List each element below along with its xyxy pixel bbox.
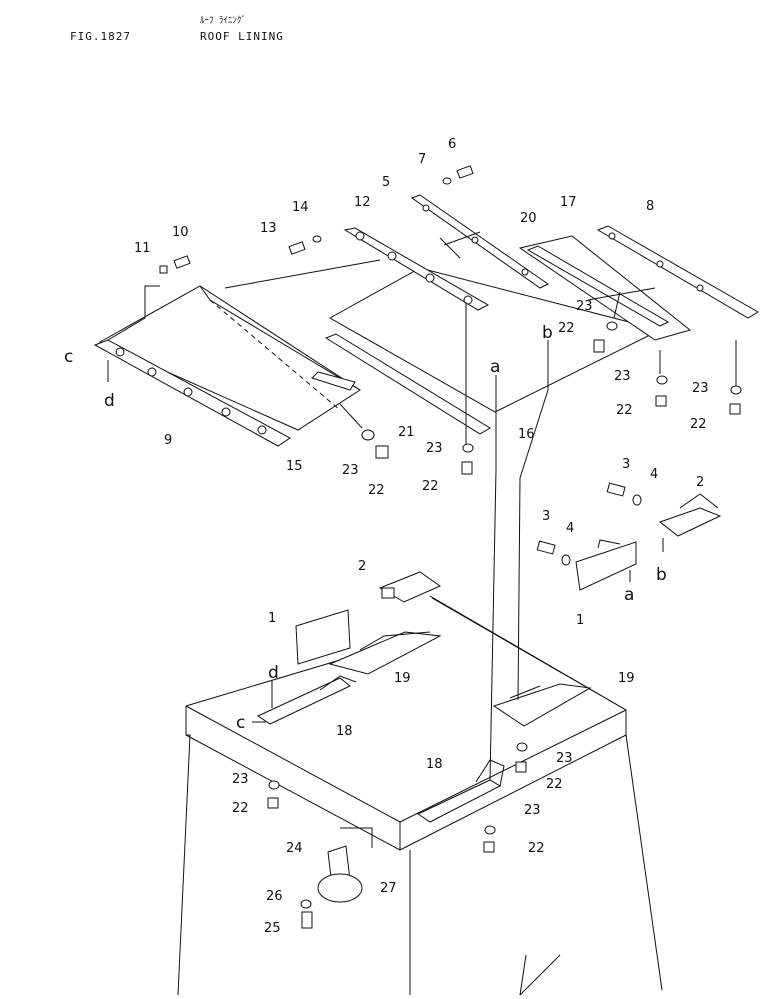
bracket-2-right: [658, 493, 722, 537]
callout-16: 16: [518, 427, 535, 442]
callout-8: 8: [646, 199, 654, 214]
callout-13: 13: [260, 221, 277, 236]
washer-bolt-set-1: [593, 321, 618, 353]
callout-22-e: 22: [422, 479, 439, 494]
figure-number: FIG.1827: [70, 30, 131, 43]
callout-20: 20: [520, 211, 537, 226]
bracket-1-right: [575, 539, 637, 591]
bolt-3-left: [536, 540, 556, 555]
ref-letter-b-bracket: b: [656, 565, 667, 585]
washer-bolt-set-8: [483, 825, 496, 853]
bracket-2-lower: [378, 571, 442, 603]
callout-19-a: 19: [394, 671, 411, 686]
callout-4-b: 4: [566, 521, 574, 536]
callout-22-b: 22: [616, 403, 633, 418]
callout-23-c: 23: [692, 381, 709, 396]
bolt-3-right: [606, 482, 626, 497]
callout-2-b: 2: [358, 559, 366, 574]
bolt-25: [301, 911, 313, 929]
callout-4-a: 4: [650, 467, 658, 482]
cover-27: [317, 873, 363, 903]
reference-letters: c d a b b a d c: [64, 323, 667, 733]
callout-14: 14: [292, 200, 309, 215]
callout-19-b: 19: [618, 671, 635, 686]
title-japanese: ﾙｰﾌ ﾗｲﾆﾝｸﾞ: [200, 16, 246, 26]
callout-22-a: 22: [558, 321, 575, 336]
callout-23-f: 23: [232, 772, 249, 787]
lining-rail-12: [343, 227, 490, 311]
callout-26: 26: [266, 889, 283, 904]
nut-11: [159, 265, 168, 274]
callout-1-b: 1: [268, 611, 276, 626]
lining-strip-20: [526, 245, 670, 327]
callout-23-b: 23: [614, 369, 631, 384]
washer-bolt-set-7: [267, 780, 280, 809]
bolt-6: [456, 165, 474, 179]
ref-letter-a-top: a: [490, 357, 500, 377]
washer-bolt-set-6: [515, 742, 528, 773]
callout-12: 12: [354, 195, 371, 210]
callout-3-a: 3: [622, 457, 630, 472]
lining-rail-8: [596, 225, 759, 319]
callout-24: 24: [286, 841, 303, 856]
callout-23-a: 23: [576, 299, 593, 314]
ref-letter-d-lower: d: [268, 663, 279, 683]
washer-7: [442, 177, 452, 185]
callout-11: 11: [134, 241, 151, 256]
callout-18-b: 18: [426, 757, 443, 772]
callout-22-f: 22: [232, 801, 249, 816]
bracket-1-lower: [295, 609, 351, 665]
callout-21: 21: [398, 425, 415, 440]
bolt-13: [288, 241, 306, 255]
callout-10: 10: [172, 225, 189, 240]
lining-18-left: [256, 675, 357, 725]
ref-letter-d-top: d: [104, 391, 115, 411]
washer-26: [300, 899, 312, 909]
washer-bolt-set-5: [461, 443, 474, 475]
callout-5: 5: [382, 175, 390, 190]
callout-2-a: 2: [696, 475, 704, 490]
lining-19-left: [328, 631, 442, 675]
bolt-10: [173, 255, 191, 269]
callout-3-b: 3: [542, 509, 550, 524]
callout-17: 17: [560, 195, 577, 210]
washer-4-right: [632, 494, 642, 506]
lining-18-bottom: [416, 759, 505, 823]
callout-23-d: 23: [342, 463, 359, 478]
callout-22-d: 22: [368, 483, 385, 498]
ref-letter-b-top: b: [542, 323, 553, 343]
cab-body: [177, 595, 663, 996]
lining-rail-9: [93, 339, 291, 447]
callout-6: 6: [448, 137, 456, 152]
washer-bolt-set-3: [729, 385, 742, 415]
callout-9: 9: [164, 433, 172, 448]
lining-rail-5: [410, 194, 549, 289]
callout-18-a: 18: [336, 724, 353, 739]
washer-4-left: [561, 554, 571, 566]
washer-bolt-set-4: [361, 429, 389, 459]
ref-letter-c-lower: c: [236, 713, 245, 733]
callout-27: 27: [380, 881, 397, 896]
callout-7: 7: [418, 152, 426, 167]
callout-22-g: 22: [546, 777, 563, 792]
diagram-title: ROOF LINING: [200, 30, 284, 43]
callout-15: 15: [286, 459, 303, 474]
callout-23-e: 23: [426, 441, 443, 456]
callout-25: 25: [264, 921, 281, 936]
callout-22-h: 22: [528, 841, 545, 856]
leader-lines: [107, 231, 737, 781]
washer-bolt-set-2: [655, 375, 668, 407]
roof-lining-panel-15: [98, 285, 361, 431]
callout-23-h: 23: [524, 803, 541, 818]
lining-rail-21: [324, 333, 491, 435]
lining-19-right: [492, 683, 592, 727]
callout-23-g: 23: [556, 751, 573, 766]
callout-1-a: 1: [576, 613, 584, 628]
ref-letter-a-bracket: a: [624, 585, 634, 605]
ref-letter-c-top: c: [64, 347, 73, 367]
washer-14: [312, 235, 322, 243]
callout-labels: 6 7 5 14 12 13 10 11 20 17 8 23 22 23 22…: [134, 137, 709, 936]
callout-22-c: 22: [690, 417, 707, 432]
